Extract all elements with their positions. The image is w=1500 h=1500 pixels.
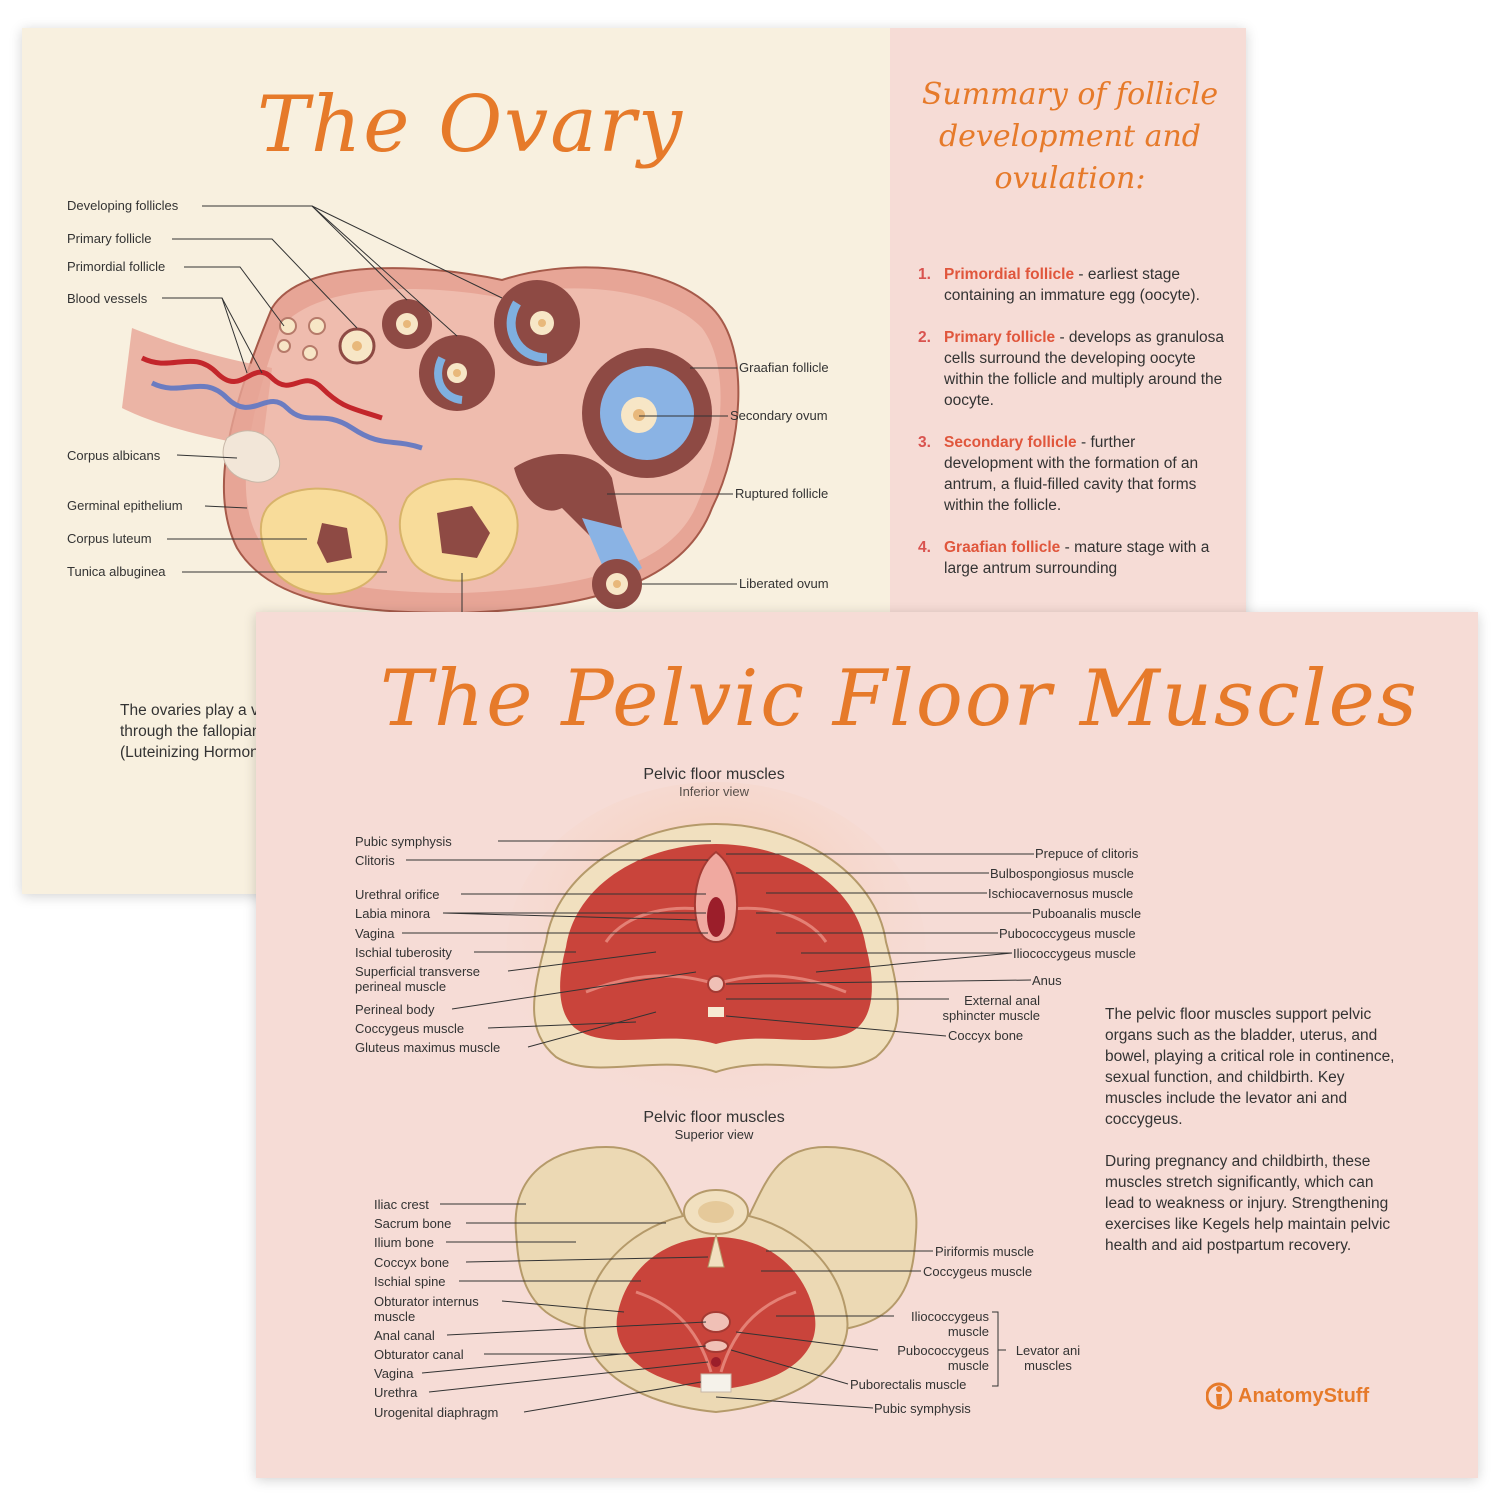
label-levator-ani-group: Levator ani muscles: [1015, 1343, 1081, 1373]
inferior-figure-title: Pelvic floor muscles Inferior view: [614, 766, 814, 799]
label-piriformis: Piriformis muscle: [935, 1244, 1034, 1259]
label-urethra: Urethra: [374, 1385, 418, 1400]
label-pubic-symphysis: Pubic symphysis: [355, 834, 452, 849]
label-vagina-superior: Vagina: [374, 1366, 414, 1381]
summary-title: Summary of follicle development and ovul…: [921, 77, 1219, 196]
label-urogenital-diaphragm: Urogenital diaphragm: [374, 1405, 499, 1420]
label-coccyx-bone-superior: Coccyx bone: [374, 1255, 450, 1270]
label-puborectalis: Puborectalis muscle: [850, 1377, 967, 1392]
label-germinal-epithelium: Germinal epithelium: [67, 498, 183, 513]
pelvic-title: The Pelvic Floor Muscles: [380, 654, 1419, 744]
step-item: 4. Graafian follicle - mature stage with…: [918, 537, 1228, 579]
step-item: 3. Secondary follicle - further developm…: [918, 432, 1228, 516]
label-liberated-ovum: Liberated ovum: [739, 576, 829, 591]
step-item: 1. Primordial follicle - earliest stage …: [918, 264, 1228, 306]
pelvic-description: The pelvic floor muscles support pelvic …: [1105, 1004, 1405, 1277]
step-number: 4.: [918, 539, 931, 556]
label-anal-canal: Anal canal: [374, 1328, 435, 1343]
pelvic-paragraph-1: The pelvic floor muscles support pelvic …: [1105, 1006, 1395, 1128]
label-clitoris: Clitoris: [355, 853, 395, 868]
label-prepuce-of-clitoris: Prepuce of clitoris: [1035, 846, 1139, 861]
step-text: - mature stage with a large antrum surro…: [944, 539, 1210, 577]
superior-title: Pelvic floor muscles: [643, 1109, 785, 1126]
label-obturator-internus: Obturator internus muscle: [374, 1294, 479, 1324]
superior-subtitle: Superior view: [674, 1127, 754, 1142]
brand-logo: AnatomyStuff: [1206, 1380, 1369, 1412]
label-graafian-follicle: Graafian follicle: [739, 360, 829, 375]
label-developing-follicles: Developing follicles: [67, 198, 179, 213]
step-text: - develops as granulosa cells surround t…: [944, 329, 1225, 409]
label-secondary-ovum: Secondary ovum: [730, 408, 828, 423]
label-superficial-transverse-perineal: Superficial transverse perineal muscle: [355, 964, 480, 994]
label-labia-minora: Labia minora: [355, 906, 431, 921]
label-ischial-tuberosity: Ischial tuberosity: [355, 945, 452, 960]
label-ruptured-follicle: Ruptured follicle: [735, 486, 829, 501]
label-bulbospongiosus: Bulbospongiosus muscle: [990, 866, 1134, 881]
step-text: - further development with the formation…: [944, 434, 1199, 514]
step-text: - earliest stage containing an immature …: [944, 266, 1200, 304]
label-tunica-albuginea: Tunica albuginea: [67, 564, 166, 579]
step-name: Primary follicle: [944, 329, 1056, 346]
label-puboanalis: Puboanalis muscle: [1032, 906, 1142, 921]
label-primary-follicle: Primary follicle: [67, 231, 152, 246]
label-vagina: Vagina: [355, 926, 395, 941]
brand-name: AnatomyStuff: [1238, 1384, 1370, 1407]
label-urethral-orifice: Urethral orifice: [355, 887, 440, 902]
label-ischial-spine: Ischial spine: [374, 1274, 446, 1289]
label-iliac-crest: Iliac crest: [374, 1197, 429, 1212]
label-primordial-follicle: Primordial follicle: [67, 259, 166, 274]
label-ilium-bone: Ilium bone: [374, 1235, 434, 1250]
step-name: Graafian follicle: [944, 539, 1061, 556]
label-coccygeus-muscle: Coccygeus muscle: [355, 1021, 465, 1036]
brand-figure-icon: [1206, 1382, 1232, 1410]
label-coccygeus-superior: Coccygeus muscle: [923, 1264, 1033, 1279]
label-pubococcygeus-superior: Pubococcygeus muscle: [897, 1343, 989, 1373]
inferior-title: Pelvic floor muscles: [643, 766, 785, 783]
label-iliococcygeus: Iliococcygeus muscle: [1013, 946, 1136, 961]
follicle-steps-list: 1. Primordial follicle - earliest stage …: [918, 264, 1228, 600]
label-anus: Anus: [1032, 973, 1062, 988]
step-number: 1.: [918, 266, 931, 283]
label-coccyx-bone-inferior: Coccyx bone: [948, 1028, 1024, 1043]
superior-figure-title: Pelvic floor muscles Superior view: [614, 1109, 814, 1142]
step-name: Primordial follicle: [944, 266, 1075, 283]
label-obturator-canal: Obturator canal: [374, 1347, 464, 1362]
label-iliococcygeus-superior: Iliococcygeus muscle: [910, 1309, 989, 1339]
label-external-anal-sphincter: External anal sphincter muscle: [942, 993, 1040, 1023]
label-corpus-luteum: Corpus luteum: [67, 531, 152, 546]
label-perineal-body: Perineal body: [355, 1002, 435, 1017]
pelvic-floor-card: The Pelvic Floor Muscles Pelvic floor mu…: [256, 612, 1478, 1478]
pelvic-paragraph-2: During pregnancy and childbirth, these m…: [1105, 1153, 1391, 1254]
ovary-title: The Ovary: [257, 80, 685, 170]
label-sacrum-bone: Sacrum bone: [374, 1216, 452, 1231]
inferior-subtitle: Inferior view: [678, 784, 750, 799]
step-number: 2.: [918, 329, 931, 346]
label-pubococcygeus: Pubococcygeus muscle: [999, 926, 1136, 941]
step-item: 2. Primary follicle - develops as granul…: [918, 327, 1228, 411]
label-gluteus-maximus: Gluteus maximus muscle: [355, 1040, 501, 1055]
label-ischiocavernosus: Ischiocavernosus muscle: [988, 886, 1134, 901]
step-number: 3.: [918, 434, 931, 451]
label-corpus-albicans: Corpus albicans: [67, 448, 161, 463]
label-blood-vessels: Blood vessels: [67, 291, 148, 306]
step-name: Secondary follicle: [944, 434, 1077, 451]
label-pubic-symphysis-superior: Pubic symphysis: [874, 1401, 971, 1416]
